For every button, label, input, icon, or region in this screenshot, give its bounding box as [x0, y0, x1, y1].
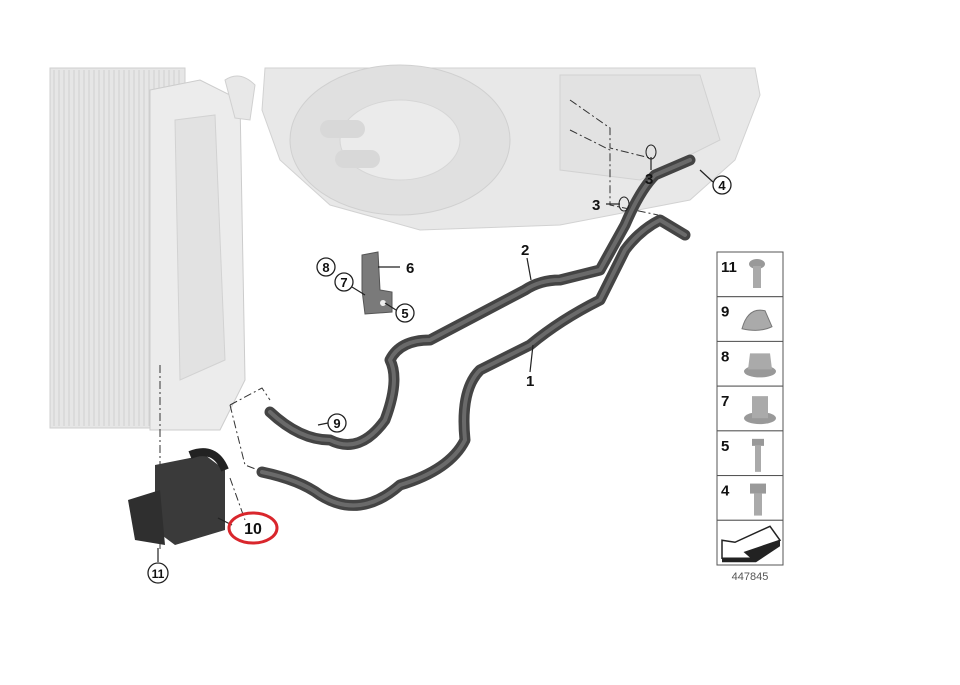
- callout-3-upper[interactable]: 3: [645, 171, 653, 188]
- callout-label: 9: [333, 416, 340, 431]
- hoses: [256, 154, 696, 511]
- callout-10-highlighted[interactable]: 10: [227, 511, 279, 545]
- fastener-legend: 11 9 8 7 5 4: [716, 251, 784, 566]
- callout-label: 11: [152, 567, 165, 581]
- callout-label: 4: [718, 178, 726, 193]
- legend-cell-8: 8: [716, 340, 784, 387]
- transmission: [261, 64, 761, 231]
- torx-screw-icon: [749, 259, 765, 288]
- callout-label: 8: [322, 260, 329, 275]
- hex-bolt-long-icon: [752, 438, 764, 472]
- callout-5[interactable]: 5: [395, 303, 415, 323]
- legend-cell-border: [716, 340, 784, 387]
- legend-label: 7: [721, 393, 729, 410]
- callout-1[interactable]: 1: [526, 373, 534, 390]
- leader-lines: [157, 157, 714, 562]
- callout-9[interactable]: 9: [327, 413, 347, 433]
- legend-cell-border: [716, 251, 784, 298]
- callout-2[interactable]: 2: [521, 242, 529, 259]
- flange-nut-icon: [744, 353, 776, 378]
- hex-bolt-icon: [750, 483, 766, 516]
- legend-cell-arrow: [716, 519, 784, 566]
- legend-cell-border: [716, 475, 784, 521]
- callout-3-lower[interactable]: 3: [592, 197, 600, 214]
- legend-label: 8: [721, 348, 729, 365]
- oring-icon: [618, 196, 630, 212]
- legend-cell-7: 7: [716, 385, 784, 432]
- callout-6[interactable]: 6: [406, 260, 414, 277]
- oring-icon: [645, 144, 657, 160]
- legend-cell-11: 11: [716, 251, 784, 298]
- legend-cell-border: [716, 430, 784, 477]
- legend-label: 11: [721, 259, 737, 276]
- legend-label: 9: [721, 304, 729, 321]
- direction-arrow-icon: [721, 525, 782, 563]
- legend-cell-border: [716, 385, 784, 432]
- legend-cell-5: 5: [716, 430, 784, 477]
- oil-cooler: [128, 448, 229, 545]
- callout-11[interactable]: 11: [147, 562, 169, 584]
- callout-8[interactable]: 8: [316, 257, 336, 277]
- callout-label: 5: [401, 306, 408, 321]
- callout-label: 10: [244, 521, 262, 538]
- highlight-ring: [227, 511, 279, 545]
- callout-4[interactable]: 4: [712, 175, 732, 195]
- legend-cell-9: 9: [716, 296, 784, 342]
- callout-7[interactable]: 7: [334, 272, 354, 292]
- flanged-bush-icon: [744, 396, 776, 425]
- legend-label: 4: [721, 483, 730, 500]
- radiator: [49, 67, 256, 431]
- spring-clip-icon: [741, 309, 773, 331]
- part-number-caption: 447845: [732, 571, 769, 583]
- legend-cell-4: 4: [716, 475, 784, 521]
- legend-label: 5: [721, 438, 729, 455]
- callout-label: 7: [340, 275, 347, 290]
